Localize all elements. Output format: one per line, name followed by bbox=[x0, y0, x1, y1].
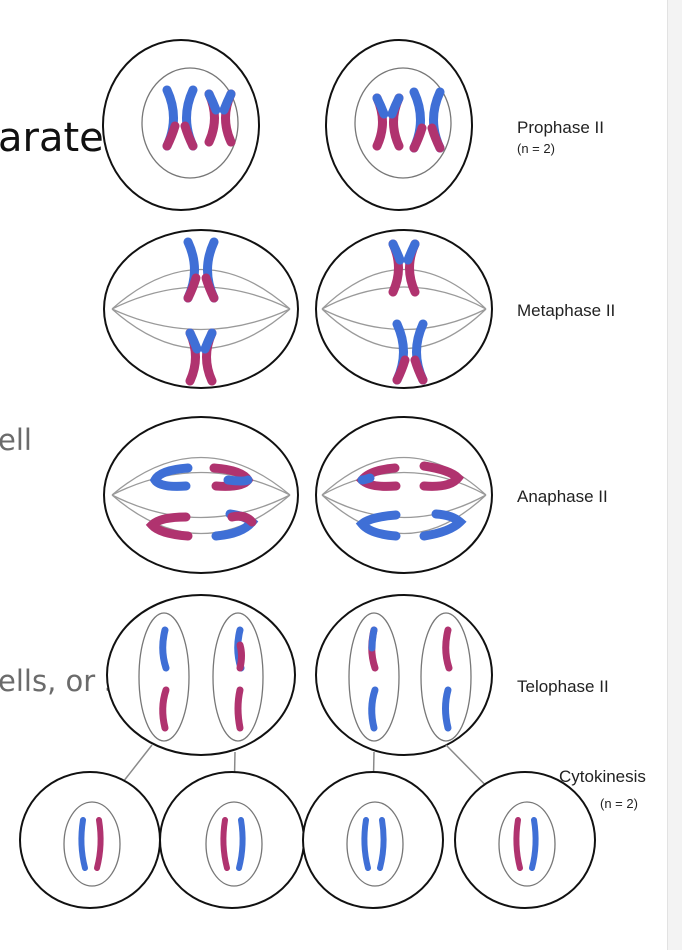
chromosome bbox=[234, 686, 244, 732]
nucleus bbox=[212, 612, 264, 742]
chromosome bbox=[78, 817, 88, 871]
page-text-fragment: ells, or 3 bbox=[0, 664, 123, 698]
nucleus bbox=[63, 801, 121, 887]
cytokinesis-arrows bbox=[103, 744, 507, 807]
stage-label-prophase: Prophase II bbox=[517, 118, 604, 137]
cell bbox=[315, 229, 493, 389]
chromosome bbox=[355, 510, 401, 541]
stage-ploidy-cytokinesis: (n = 2) bbox=[600, 796, 638, 811]
anaphase-row: Anaphase II bbox=[103, 416, 608, 574]
chromosome bbox=[442, 686, 452, 732]
chromosome bbox=[220, 817, 230, 871]
nucleus bbox=[141, 67, 239, 179]
scrollbar[interactable] bbox=[667, 0, 682, 950]
prophase-row: Prophase II (n = 2) bbox=[102, 39, 604, 211]
chromosome bbox=[377, 817, 387, 871]
page-text-fragment: ell bbox=[0, 423, 32, 457]
cell bbox=[325, 39, 473, 211]
nucleus bbox=[138, 612, 190, 742]
chromosome bbox=[529, 817, 539, 871]
chromosome bbox=[419, 509, 467, 541]
chromosome bbox=[236, 817, 246, 871]
nucleus bbox=[498, 801, 556, 887]
chromosome bbox=[159, 626, 170, 672]
chromosome bbox=[159, 686, 170, 732]
chromosome bbox=[94, 817, 104, 871]
chromosome bbox=[442, 626, 453, 672]
nucleus bbox=[354, 67, 452, 179]
nucleus bbox=[346, 801, 404, 887]
stage-label-metaphase: Metaphase II bbox=[517, 301, 615, 320]
chromosome bbox=[145, 512, 193, 541]
chromosome bbox=[419, 461, 465, 491]
nucleus bbox=[420, 612, 472, 742]
chromosome bbox=[368, 686, 379, 732]
cytokinesis-row: Cytokinesis (n = 2) bbox=[19, 767, 646, 909]
nucleus bbox=[348, 612, 400, 742]
chromosome bbox=[149, 463, 193, 491]
stage-ploidy-prophase: (n = 2) bbox=[517, 141, 555, 156]
metaphase-row: Metaphase II bbox=[103, 229, 615, 389]
cell bbox=[302, 771, 444, 909]
stage-label-cytokinesis: Cytokinesis bbox=[559, 767, 646, 786]
chromosome bbox=[513, 817, 523, 871]
chromosome bbox=[361, 817, 371, 871]
cell bbox=[103, 416, 299, 574]
cell bbox=[106, 594, 296, 756]
cell bbox=[159, 771, 305, 909]
cell bbox=[454, 771, 596, 909]
cell bbox=[315, 416, 493, 574]
telophase-row: Telophase II bbox=[106, 594, 609, 756]
nucleus bbox=[205, 801, 263, 887]
cell bbox=[103, 229, 299, 389]
cell bbox=[19, 771, 161, 909]
stage-label-telophase: Telophase II bbox=[517, 677, 609, 696]
stage-label-anaphase: Anaphase II bbox=[517, 487, 608, 506]
cell bbox=[315, 594, 493, 756]
